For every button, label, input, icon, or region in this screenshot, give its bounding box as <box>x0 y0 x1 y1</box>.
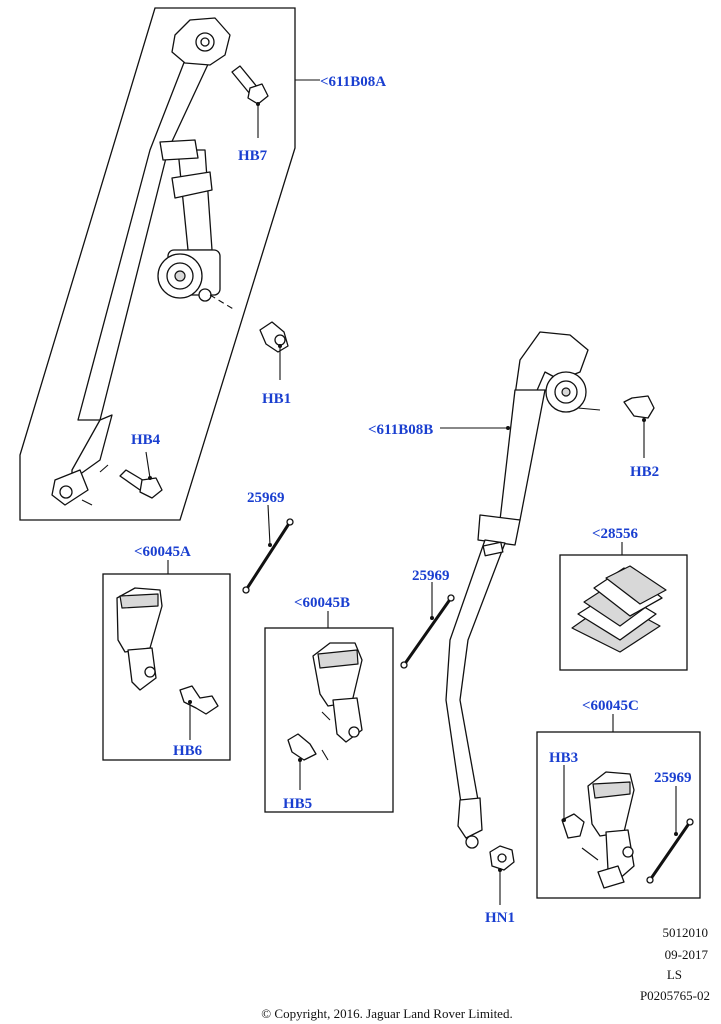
info-code: 5012010 <box>663 925 709 940</box>
retractor-a <box>157 249 221 302</box>
seat-belt-assembly-b <box>440 331 655 905</box>
info-illustration-id: P0205765-02 <box>640 988 710 1003</box>
buckle-c-frame <box>536 731 701 899</box>
callout-hb4: HB4 <box>131 432 161 448</box>
bolt-hb2 <box>577 395 655 458</box>
buckle-a-frame <box>102 573 231 761</box>
callout-tie-3: 25969 <box>654 770 692 786</box>
callout-hn1: HN1 <box>485 910 515 926</box>
bolt-hb1 <box>259 321 289 353</box>
kit-frame <box>559 554 688 671</box>
callout-60045c: <60045C <box>582 698 639 714</box>
info-market: LS <box>667 967 682 982</box>
bolt-hb4 <box>119 469 163 499</box>
buckle-assembly-b <box>264 627 394 813</box>
callout-tie-2: 25969 <box>412 568 450 584</box>
documents-kit <box>559 554 688 671</box>
seat-belt-assembly-a <box>19 7 296 521</box>
info-date: 09-2017 <box>665 947 709 962</box>
belt-guide-a <box>159 139 199 161</box>
callout-hb5: HB5 <box>283 796 312 812</box>
cable-tie-2 <box>400 582 455 669</box>
buckle-b-frame <box>264 627 394 813</box>
callout-611b08b: <611B08B <box>368 422 433 438</box>
callout-60045b: <60045B <box>294 595 350 611</box>
buckle-assembly-c <box>536 731 701 899</box>
callout-28556: <28556 <box>592 526 639 542</box>
buckle-assembly-a <box>102 573 231 761</box>
cable-tie-1 <box>242 504 294 594</box>
nut-hn1 <box>489 845 515 905</box>
bolt-hb7 <box>231 65 269 105</box>
callout-tie-1: 25969 <box>247 490 285 506</box>
callout-hb6: HB6 <box>173 743 203 759</box>
callout-hb7: HB7 <box>238 148 268 164</box>
callout-60045a: <60045A <box>134 544 191 560</box>
lower-anchor-a <box>51 469 89 506</box>
callout-hb3: HB3 <box>549 750 578 766</box>
assembly-a-frame <box>19 7 296 521</box>
callout-hb1: HB1 <box>262 391 291 407</box>
upper-anchor-a <box>171 17 231 66</box>
callout-hb2: HB2 <box>630 464 659 480</box>
copyright: © Copyright, 2016. Jaguar Land Rover Lim… <box>261 1006 512 1021</box>
retractor-b <box>545 371 587 413</box>
belt-webbing-b <box>499 389 546 521</box>
callout-611b08a: <611B08A <box>320 74 386 90</box>
